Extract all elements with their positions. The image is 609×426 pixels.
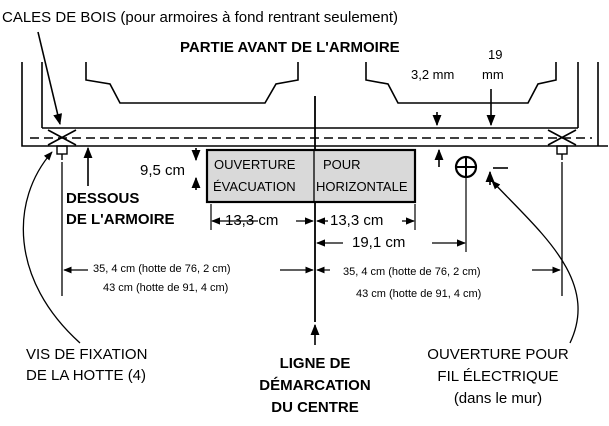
opening-right-line2: HORIZONTALE xyxy=(316,179,408,194)
centerline-line1: LIGNE DE xyxy=(279,355,351,372)
cabinet-front-label: PARTIE AVANT DE L'ARMOIRE xyxy=(180,39,400,56)
dim-9-5-label: 9,5 cm xyxy=(140,162,186,179)
opening-left-line1: OUVERTURE xyxy=(214,157,296,172)
underside-line1: DESSOUS xyxy=(66,190,140,207)
dim-19-line1: 19 xyxy=(488,47,503,62)
right-screw xyxy=(556,145,568,160)
dim-13-3-right: 13,3 cm xyxy=(330,212,384,229)
exhaust-opening-rect xyxy=(205,148,417,204)
screws-line1: VIS DE FIXATION xyxy=(26,346,148,363)
left-43-label: 43 cm (hotte de 91, 4 cm) xyxy=(103,282,229,294)
left-35-4-label: 35, 4 cm (hotte de 76, 2 cm) xyxy=(92,263,232,275)
cabinet-outline xyxy=(21,62,608,147)
right-door-profile xyxy=(365,62,557,104)
underside-line2: DE L'ARMOIRE xyxy=(66,211,175,228)
left-wood-shim xyxy=(47,129,77,146)
centerline-line2: DÉMARCATION xyxy=(259,377,371,394)
wire-opening-line1: OUVERTURE POUR xyxy=(427,346,569,363)
right-43-label: 43 cm (hotte de 91, 4 cm) xyxy=(356,288,482,300)
dim-19-1: 19,1 cm xyxy=(352,234,406,251)
wood-shims-label: CALES DE BOIS (pour armoires à fond rent… xyxy=(2,9,399,26)
wire-opening-line3: (dans le mur) xyxy=(453,390,543,407)
left-door-profile xyxy=(85,62,299,104)
opening-right-line1: POUR xyxy=(323,157,361,172)
wire-opening-line2: FIL ÉLECTRIQUE xyxy=(437,368,559,385)
dim-19-line2: mm xyxy=(482,67,504,82)
right-35-4-label: 35, 4 cm (hotte de 76, 2 cm) xyxy=(342,266,482,278)
opening-left-line2: ÉVACUATION xyxy=(213,179,296,194)
dim-3-2-label: 3,2 mm xyxy=(411,67,455,82)
dim-13-3-left: 13,3 cm xyxy=(225,212,279,229)
left-screw xyxy=(56,145,68,160)
right-wood-shim xyxy=(547,129,577,146)
centerline-line3: DU CENTRE xyxy=(271,399,359,416)
screws-line2: DE LA HOTTE (4) xyxy=(26,367,147,384)
